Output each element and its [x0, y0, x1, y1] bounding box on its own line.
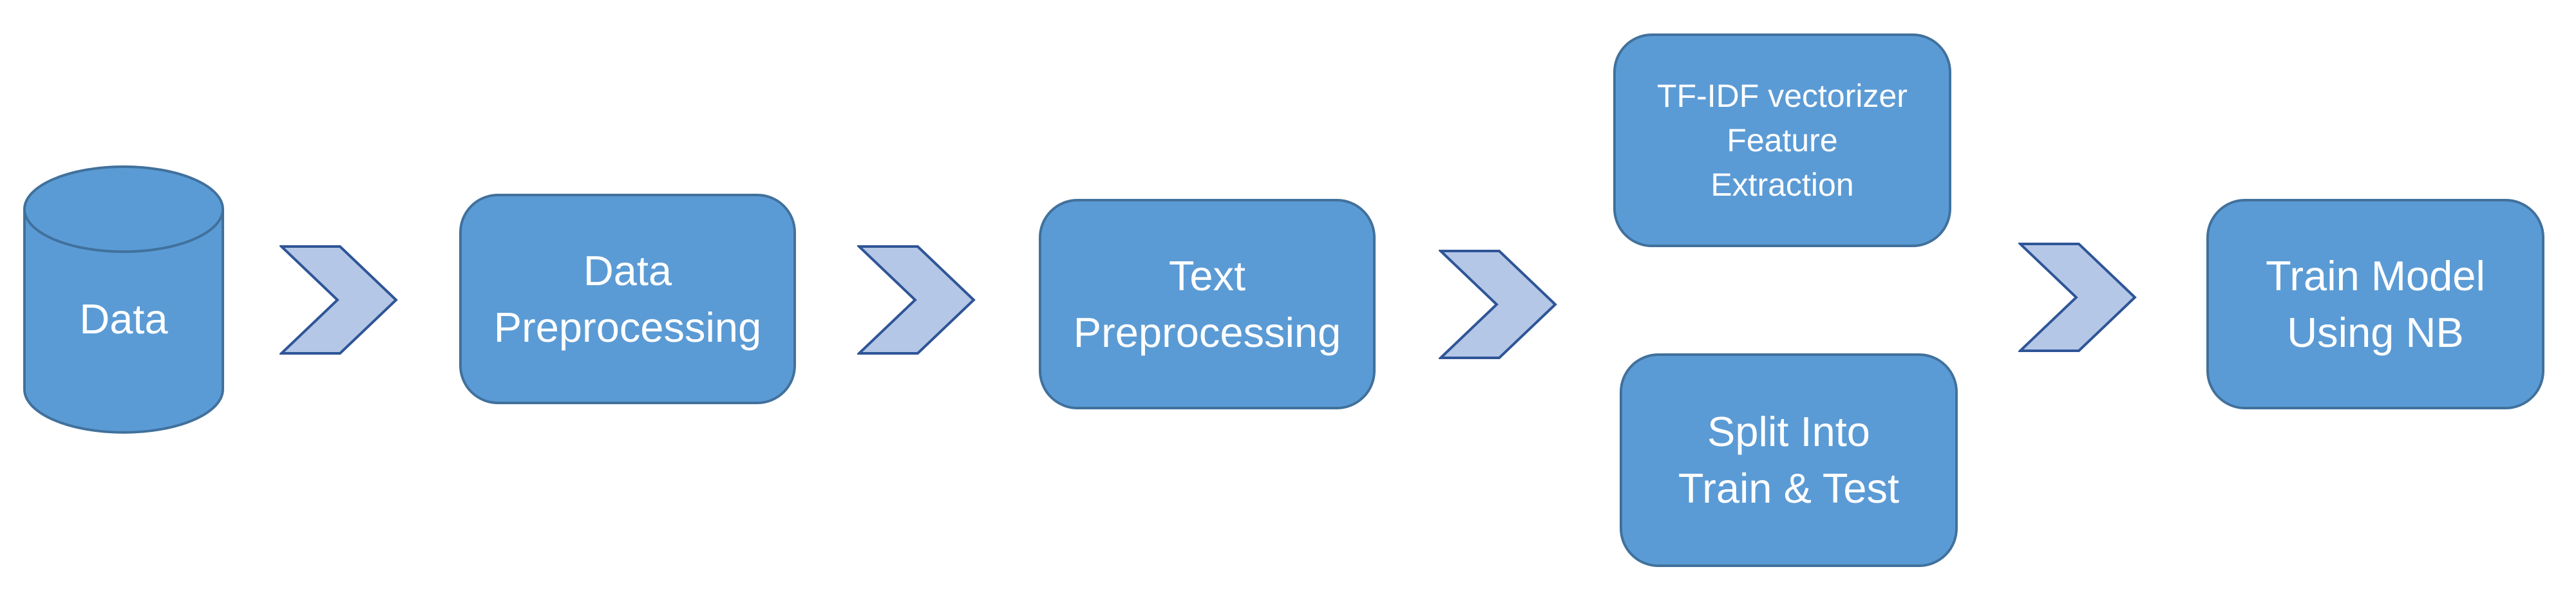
- tfidf-line-3: Extraction: [1710, 166, 1854, 203]
- data-preprocessing-box: Data Preprocessing: [459, 194, 796, 404]
- tfidf-line-2: Feature: [1727, 122, 1838, 158]
- chevron-right-icon: [857, 245, 976, 355]
- data-preprocessing-line-1: Data: [583, 247, 672, 294]
- text-preprocessing-line-2: Preprocessing: [1073, 308, 1341, 356]
- train-model-line-2: Using NB: [2287, 308, 2464, 356]
- chevron-right-icon: [1439, 250, 1557, 359]
- chevron-right-icon: [279, 245, 398, 355]
- split-train-test-box: Split Into Train & Test: [1620, 353, 1958, 567]
- tfidf-line-1: TF-IDF vectorizer: [1657, 77, 1908, 114]
- text-preprocessing-line-1: Text: [1168, 252, 1246, 299]
- database-icon: [23, 165, 224, 434]
- chevron-right-icon: [2018, 243, 2137, 352]
- split-line-2: Train & Test: [1678, 465, 1900, 512]
- tfidf-feature-extraction-box: TF-IDF vectorizer Feature Extraction: [1613, 33, 1951, 247]
- data-preprocessing-line-2: Preprocessing: [493, 303, 762, 351]
- data-node-label: Data: [79, 295, 168, 342]
- train-model-line-1: Train Model: [2266, 252, 2485, 299]
- train-model-box: Train Model Using NB: [2206, 199, 2544, 409]
- split-line-1: Split Into: [1707, 408, 1870, 455]
- text-preprocessing-box: Text Preprocessing: [1039, 199, 1376, 409]
